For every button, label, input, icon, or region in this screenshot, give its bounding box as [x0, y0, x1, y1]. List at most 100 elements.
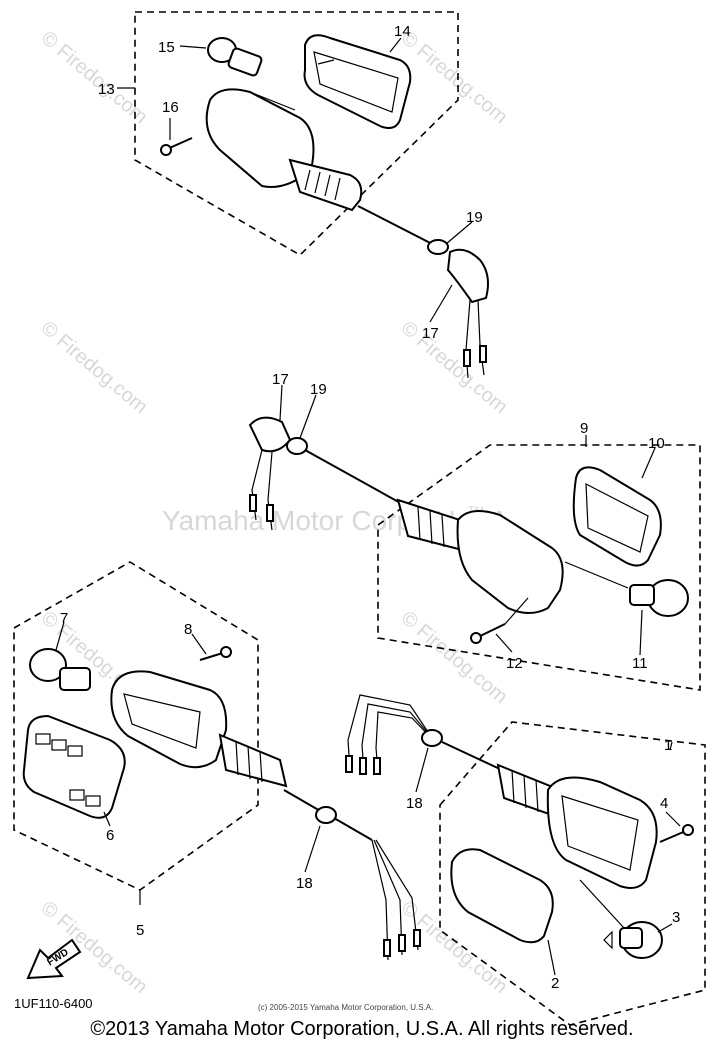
inner-copyright: (c) 2005-2015 Yamaha Motor Corporation, … [258, 1003, 434, 1012]
assembly-9-middle-right-signal [248, 384, 701, 691]
stem-rib-2 [314, 171, 321, 194]
terminal-1-right [345, 755, 353, 773]
callout-19-middle: 19 [310, 381, 327, 398]
lens-2 [450, 848, 554, 944]
callout-16: 16 [162, 99, 179, 116]
stem1-rib-3 [535, 779, 539, 813]
housing-5-inner [123, 693, 201, 749]
cable-5 [283, 789, 323, 813]
terminal-b-top [479, 345, 487, 363]
stem-rib-1 [304, 169, 311, 191]
leader-3 [657, 923, 673, 933]
leader-15 [179, 45, 207, 49]
callout-1: 1 [664, 737, 672, 754]
screw-12-head [470, 632, 482, 644]
bulb-3-spring [603, 930, 613, 950]
callout-10: 10 [648, 435, 665, 452]
callout-14: 14 [394, 23, 411, 40]
stem5-rib-1 [235, 740, 239, 776]
bulb-3-base [619, 927, 643, 949]
terminal-b-middle [266, 504, 274, 522]
watermark-site-2: © Firedog.com [397, 27, 512, 128]
grommet-18-right [421, 729, 443, 747]
leader-17-top [429, 284, 453, 323]
leader-bulb-3-axis [579, 879, 625, 929]
leader-1 [669, 741, 673, 751]
wire-2-left [373, 839, 403, 956]
grommet-19-middle [286, 437, 308, 455]
leader-12 [495, 633, 513, 653]
stem9-rib-1 [417, 506, 421, 541]
leader-2 [547, 939, 556, 976]
stem1-rib-2 [523, 774, 527, 809]
lens-10 [572, 466, 662, 567]
housing-9 [456, 510, 564, 614]
boot-17-middle [248, 416, 292, 453]
housing-1-inner [561, 795, 639, 871]
callout-18-left: 18 [296, 875, 313, 892]
leader-screw-12-axis [504, 597, 529, 625]
housing-1 [546, 776, 658, 889]
assembly-1-lower-right-signal [345, 694, 706, 1026]
leader-bulb-11-axis [564, 561, 629, 589]
leader-14 [389, 37, 402, 53]
callout-9: 9 [580, 420, 588, 437]
leader-17-middle [279, 384, 283, 421]
terminal-1-left [383, 939, 391, 957]
assembly-13-boundary [134, 11, 459, 256]
callout-11: 11 [632, 655, 648, 672]
callout-12: 12 [506, 655, 523, 672]
stem5-rib-2 [247, 745, 251, 780]
leader-19-middle [299, 394, 317, 439]
stem9-rib-3 [441, 514, 445, 548]
assembly-5-boundary [13, 561, 259, 891]
forward-arrow: FWD [26, 938, 82, 980]
lens-6 [22, 714, 126, 819]
wire-3-left [375, 839, 419, 951]
leader-10 [641, 447, 656, 479]
bulb-11-base [629, 584, 655, 606]
callout-6: 6 [106, 827, 114, 844]
lens-14-pin [317, 59, 335, 65]
assembly-1-boundary [439, 721, 706, 1026]
grommet-19-top [427, 239, 449, 255]
bulb-7-base [59, 667, 91, 691]
leader-18-left [304, 825, 321, 873]
cable-1 [441, 741, 503, 771]
fwd-arrow-shape [26, 938, 82, 980]
part-code: 1UF110-6400 [14, 996, 93, 1011]
watermark-site-4: © Firedog.com [397, 317, 512, 418]
terminal-2-left [398, 934, 406, 952]
wire-b-top [477, 299, 485, 376]
assembly-13-top-left-signal [117, 11, 489, 379]
terminal-a-top [463, 349, 471, 367]
bulb-15-base [227, 47, 263, 77]
housing-5 [110, 670, 228, 769]
callout-3: 3 [672, 909, 680, 926]
lens-6-pattern [35, 733, 101, 807]
lens-14 [303, 34, 412, 129]
terminal-2-right [359, 757, 367, 775]
terminal-a-middle [249, 494, 257, 512]
watermark-site-6: © Firedog.com [397, 607, 512, 708]
callout-17-middle: 17 [272, 371, 289, 388]
callout-18-right: 18 [406, 795, 423, 812]
stem-5 [218, 733, 288, 788]
wire-2-right [361, 703, 433, 773]
callout-labels: 1 2 3 4 5 6 7 8 9 10 11 12 13 14 15 16 1… [60, 23, 680, 992]
bulb-7-glass [29, 648, 67, 682]
callout-5: 5 [136, 922, 144, 939]
leader-8 [191, 633, 207, 655]
callout-13: 13 [98, 81, 115, 98]
stem-rib-3 [324, 174, 331, 197]
callout-7: 7 [60, 610, 68, 627]
leader-7 [55, 621, 65, 651]
cable-5-b [333, 817, 373, 841]
callout-19-top: 19 [466, 209, 483, 226]
callout-8: 8 [184, 621, 192, 638]
wire-3-right [375, 711, 435, 773]
terminal-3-left [413, 929, 421, 947]
boot-17-top [446, 248, 489, 304]
leader-19-top [445, 221, 473, 245]
